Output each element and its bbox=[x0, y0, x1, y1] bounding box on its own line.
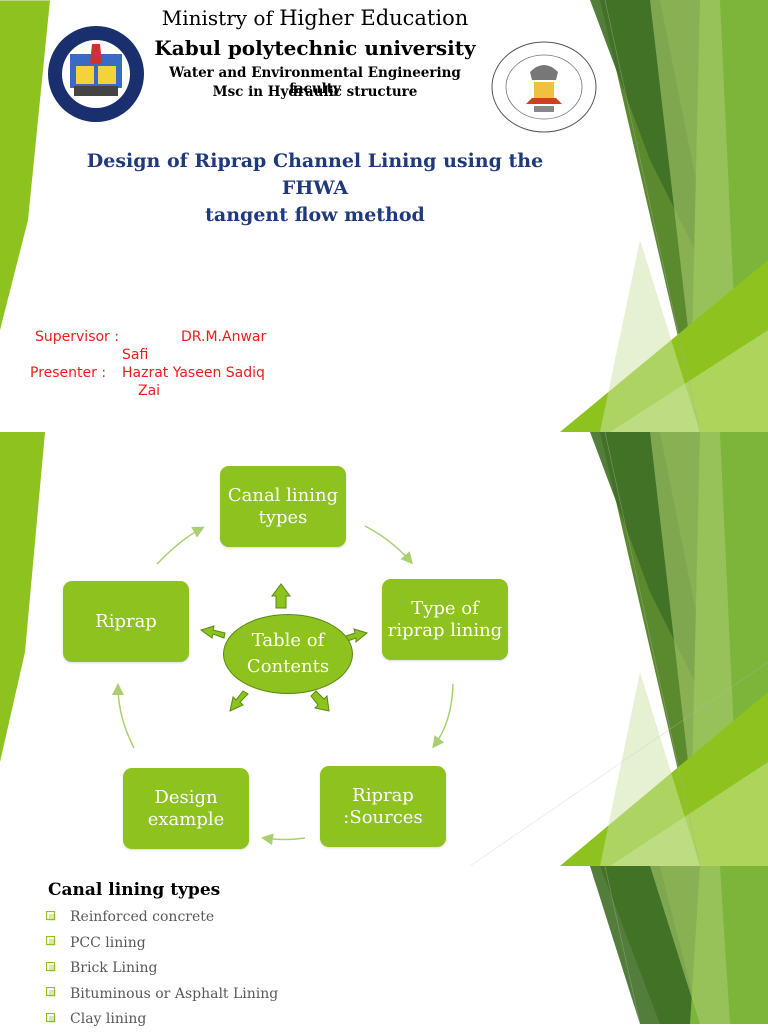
list-item-label: Bituminous or Asphalt Lining bbox=[70, 985, 279, 1002]
presenter-label: Presenter : bbox=[30, 365, 107, 381]
list-item: Brick Lining bbox=[46, 956, 278, 982]
canal-lining-types-slide bbox=[0, 866, 768, 1024]
node-type-line-1: Type of bbox=[411, 597, 479, 619]
node-sources-line-2: :Sources bbox=[343, 806, 423, 828]
square-bullet-icon bbox=[46, 1012, 56, 1023]
list-item-label: Reinforced concrete bbox=[70, 909, 215, 925]
square-bullet-icon bbox=[46, 987, 56, 997]
program-name: Msc in Hydraulic structure bbox=[212, 84, 418, 100]
green-decoration bbox=[0, 432, 768, 866]
section-heading: Canal lining types bbox=[48, 880, 221, 900]
node-design-line-1: Design bbox=[154, 786, 218, 808]
title-slide: Ministry of Higher Education Kabul polyt… bbox=[0, 0, 768, 432]
supervisor-label: Supervisor : bbox=[35, 329, 119, 345]
ministry-prefix: Ministry of bbox=[161, 6, 280, 30]
supervisor-name-2: Safi bbox=[122, 347, 149, 363]
list-item: Clay lining bbox=[46, 1007, 278, 1033]
node-riprap[interactable]: Riprap bbox=[63, 581, 189, 662]
table-of-contents-center: Table of Contents bbox=[223, 614, 353, 694]
node-type-line-2: riprap lining bbox=[387, 619, 503, 641]
title-line-2: tangent flow method bbox=[205, 204, 425, 226]
square-bullet-icon bbox=[46, 961, 56, 972]
lining-types-list: Reinforced concrete PCC lining Brick Lin… bbox=[46, 905, 278, 1033]
center-line-1: Table of bbox=[251, 630, 325, 651]
list-item-label: Clay lining bbox=[70, 1011, 147, 1027]
kabul-polytechnic-logo bbox=[48, 26, 144, 122]
cycle-arrows bbox=[112, 525, 454, 846]
node-canal-line-2: types bbox=[258, 506, 308, 528]
ministry-heading: Ministry of Higher Education bbox=[110, 6, 520, 30]
list-item-label: Brick Lining bbox=[70, 960, 158, 976]
university-name: Kabul polytechnic university bbox=[154, 36, 476, 60]
node-design-line-2: example bbox=[147, 808, 225, 830]
presenter-name-1: Hazrat Yaseen Sadiq bbox=[122, 365, 265, 381]
list-item: PCC lining bbox=[46, 931, 278, 957]
faculty-name: Water and Environmental Engineering facu… bbox=[169, 65, 461, 97]
presenter-name-2: Zai bbox=[138, 383, 161, 399]
node-sources-line-1: Riprap bbox=[352, 784, 414, 806]
title-line-1: Design of Riprap Channel Lining using th… bbox=[86, 150, 544, 199]
supervisor-name-1: DR.M.Anwar bbox=[181, 329, 267, 345]
radial-arrows bbox=[199, 583, 369, 712]
presentation-title: Design of Riprap Channel Lining using th… bbox=[70, 148, 560, 229]
square-bullet-icon bbox=[46, 910, 56, 921]
list-item: Reinforced concrete bbox=[46, 905, 278, 931]
node-riprap-sources[interactable]: Riprap:Sources bbox=[320, 766, 446, 847]
center-line-2: Contents bbox=[246, 656, 330, 677]
node-riprap-label: Riprap bbox=[95, 610, 157, 632]
list-item-label: PCC lining bbox=[70, 934, 146, 951]
green-decoration bbox=[0, 0, 768, 432]
list-item: Bituminous or Asphalt Lining bbox=[46, 982, 278, 1008]
ministry-main: Higher Education bbox=[279, 6, 469, 30]
green-decoration bbox=[590, 866, 768, 1024]
square-bullet-icon bbox=[46, 936, 56, 946]
node-canal-line-1: Canal lining bbox=[227, 484, 339, 506]
ministry-logo bbox=[491, 41, 597, 133]
